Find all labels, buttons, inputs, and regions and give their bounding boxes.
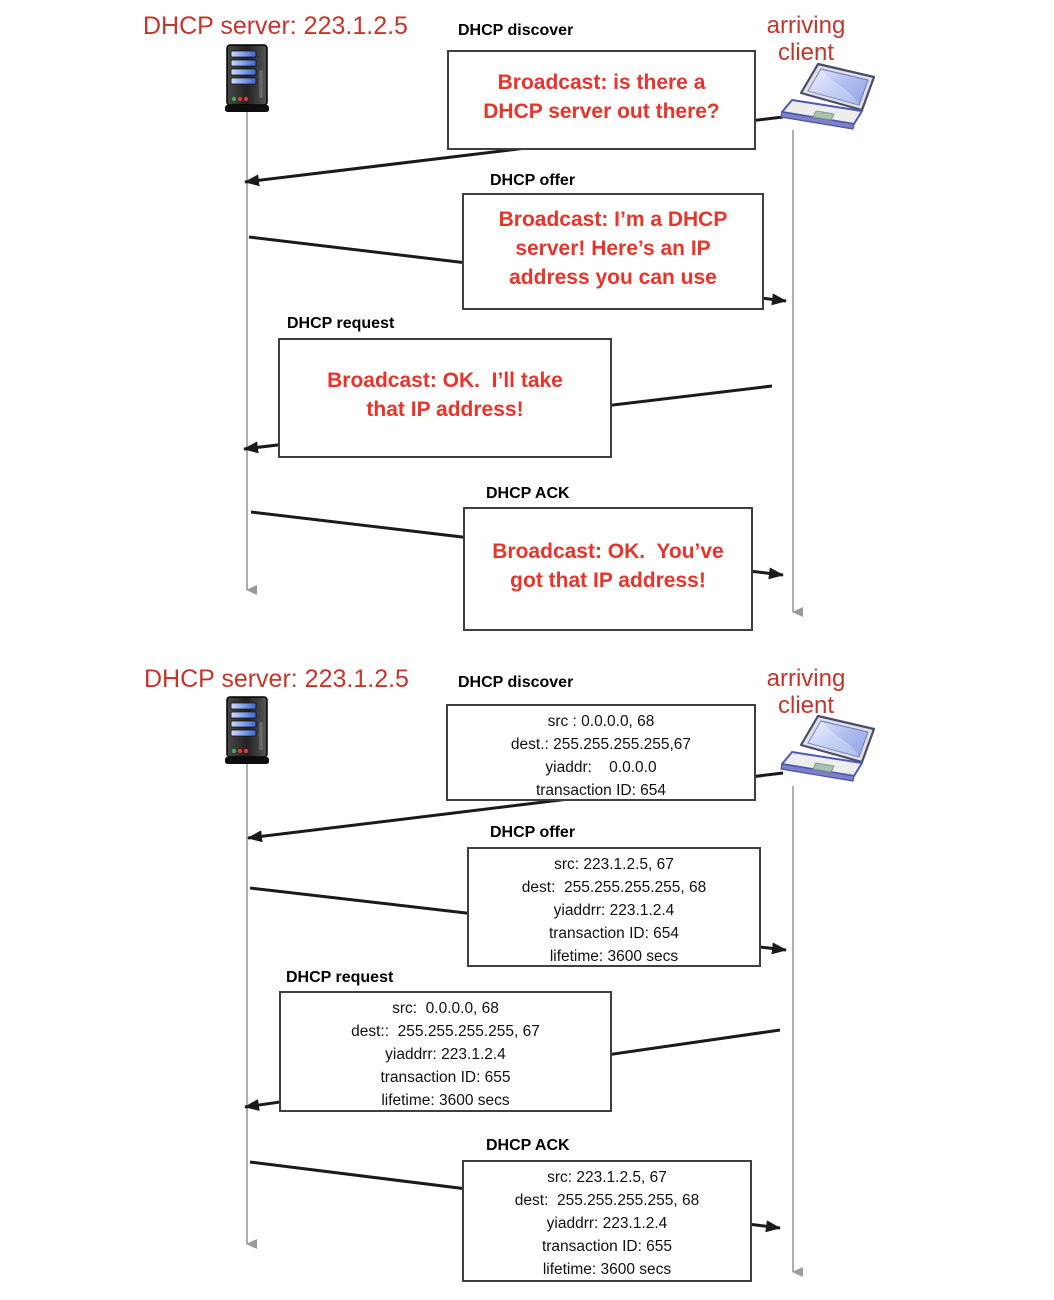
offer-label-panel2: DHCP offer [490,824,576,841]
packet-field: dest.: 255.255.255.255,67 [510,736,692,753]
request-box-panel1: Broadcast: OK. I’ll take that IP address… [278,338,612,458]
packet-field: transaction ID: 654 [548,925,680,942]
packet-field: transaction ID: 655 [380,1069,511,1086]
packet-field: src: 223.1.2.5, 67 [547,1169,667,1186]
request-label-panel2: DHCP request [286,969,394,986]
message-line: address you can use [509,266,717,289]
packet-field: yiaddrr: 223.1.2.4 [546,1215,668,1232]
packet-field: lifetime: 3600 secs [549,948,679,965]
client-title-panel1: arriving client [741,12,871,66]
offer-box-panel2: src: 223.1.2.5, 67 dest: 255.255.255.255… [467,847,761,967]
packet-field: transaction ID: 654 [535,782,667,799]
packet-field: yiaddrr: 223.1.2.4 [385,1046,506,1063]
packet-field: lifetime: 3600 secs [542,1261,672,1278]
client-title-panel2: arriving client [741,665,871,719]
packet-field: dest: 255.255.255.255, 68 [521,879,707,896]
message-line: Broadcast: OK. You’ve [492,540,724,563]
message-line: DHCP server out there? [483,100,720,123]
message-line: Broadcast: OK. I’ll take [327,369,563,392]
server-title-panel1: DHCP server: 223.1.2.5 [143,12,408,40]
client-title-line1: arriving [766,665,846,692]
packet-field: transaction ID: 655 [541,1238,673,1255]
laptop-icon-panel1 [780,62,876,130]
discover-box-panel2: src : 0.0.0.0, 68 dest.: 255.255.255.255… [446,704,756,801]
ack-label-panel2: DHCP ACK [486,1137,570,1154]
ack-label-panel1: DHCP ACK [486,485,570,502]
message-line: Broadcast: is there a [497,71,706,94]
packet-field: yiaddrr: 223.1.2.4 [553,902,675,919]
server-title-panel2: DHCP server: 223.1.2.5 [144,665,409,693]
client-title-line2: client [777,692,835,719]
packet-field: src: 223.1.2.5, 67 [554,856,674,873]
packet-field: src : 0.0.0.0, 68 [547,713,655,730]
discover-label-panel1: DHCP discover [458,22,574,39]
packet-field: lifetime: 3600 secs [381,1092,510,1109]
packet-field: dest:: 255.255.255.255, 67 [351,1023,540,1040]
laptop-icon-panel2 [780,714,876,782]
request-label-panel1: DHCP request [287,315,395,332]
client-title-line2: client [777,39,835,66]
offer-box-panel1: Broadcast: I’m a DHCP server! Here’s an … [462,193,764,310]
message-line: that IP address! [366,398,524,421]
discover-box-panel1: Broadcast: is there a DHCP server out th… [447,50,756,150]
message-line: Broadcast: I’m a DHCP [498,208,728,231]
ack-box-panel1: Broadcast: OK. You’ve got that IP addres… [463,507,753,631]
packet-field: src: 0.0.0.0, 68 [392,1000,499,1017]
server-icon-panel1 [225,44,269,112]
request-box-panel2: src: 0.0.0.0, 68 dest:: 255.255.255.255,… [279,991,612,1112]
offer-label-panel1: DHCP offer [490,172,576,189]
packet-field: yiaddr: 0.0.0.0 [545,759,657,776]
server-icon-panel2 [225,696,269,764]
packet-field: dest: 255.255.255.255, 68 [514,1192,700,1209]
client-title-line1: arriving [766,12,846,39]
discover-label-panel2: DHCP discover [458,674,574,691]
message-line: got that IP address! [510,569,706,592]
message-line: server! Here’s an IP [515,237,711,260]
ack-box-panel2: src: 223.1.2.5, 67 dest: 255.255.255.255… [462,1160,752,1282]
